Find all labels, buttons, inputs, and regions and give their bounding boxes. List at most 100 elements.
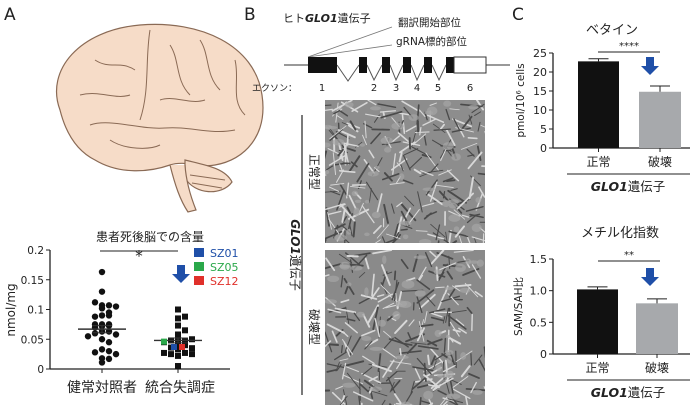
y-tick-label: 0.1 — [27, 305, 44, 317]
micrograph-knockout — [309, 250, 493, 411]
y-tick-label: 20 — [533, 66, 547, 79]
exon-2 — [359, 57, 367, 73]
gene-diagram: ヒトGLO1遺伝子 翻訳開始部位 gRNA標的部位 エクソン： 1 2 3 4 … — [252, 11, 510, 94]
y-tick-label: 0 — [37, 364, 44, 376]
significance-marker: ** — [624, 250, 634, 261]
x-label-control: 健常対照者 — [67, 380, 137, 396]
group-label-glo1: GLO1遺伝子 — [288, 219, 303, 291]
data-point — [92, 299, 98, 305]
data-point — [175, 331, 181, 337]
data-point — [168, 351, 174, 357]
panel-label-a: A — [4, 5, 16, 25]
y-tick-label: 1.5 — [530, 253, 548, 266]
x-tick-label: 破壊 — [645, 360, 669, 375]
down-arrow-icon — [641, 57, 659, 75]
significance-marker: **** — [619, 41, 639, 52]
data-point — [175, 353, 181, 359]
y-tick-label: 25 — [533, 47, 547, 60]
highlighted-point-sz12 — [179, 344, 185, 350]
data-point — [106, 302, 112, 308]
data-point — [106, 309, 112, 315]
y-tick-label: 5 — [540, 123, 547, 136]
group-label: GLO1遺伝子 — [591, 179, 666, 194]
data-point — [99, 305, 105, 311]
exon-label: エクソン： — [252, 83, 297, 94]
y-tick-label: 0.15 — [21, 275, 44, 287]
exon-number: 1 — [319, 83, 325, 94]
data-point — [92, 321, 98, 327]
highlighted-point-sz05 — [161, 339, 167, 345]
y-tick-label: 0.2 — [27, 245, 44, 257]
exon-4 — [403, 57, 411, 73]
legend: SZ01 SZ05 SZ12 — [194, 247, 239, 288]
data-point — [113, 351, 119, 357]
row-label-normal: 正常型 — [307, 154, 321, 190]
y-axis-label: SAM/SAH比 — [512, 277, 525, 336]
bar-normal — [577, 289, 618, 354]
data-point — [182, 314, 188, 320]
exon-number: 2 — [371, 83, 377, 94]
micrograph-normal — [317, 100, 502, 255]
panel-label-c: C — [512, 5, 524, 25]
data-point — [175, 307, 181, 313]
bar-knockout — [639, 92, 681, 148]
legend-label-sz05: SZ05 — [210, 261, 239, 274]
data-point — [182, 350, 188, 356]
data-point — [189, 351, 195, 357]
data-point — [92, 313, 98, 319]
data-point — [99, 336, 105, 342]
legend-swatch-sz05 — [194, 262, 204, 271]
down-arrow-icon — [172, 265, 190, 283]
x-tick-label: 正常 — [586, 155, 610, 169]
grna-target-label: gRNA標的部位 — [396, 35, 467, 48]
exon-number: 6 — [467, 83, 473, 94]
scatter-chart-a: 患者死後脳での含量 nmol/mg 0 0.05 0.1 0.15 0.2 * SZ01… — [4, 229, 239, 396]
exon-5 — [424, 57, 432, 73]
data-point — [175, 323, 181, 329]
highlighted-point-sz01 — [171, 344, 177, 350]
bar-chart-methylation: メチル化指数SAM/SAH比00.51.01.5正常破壊**GLO1遺伝子 — [512, 226, 690, 400]
exon-number: 3 — [393, 83, 399, 94]
data-point — [99, 359, 105, 365]
gene-title: ヒトGLO1遺伝子 — [283, 11, 371, 25]
x-tick-label: 破壊 — [648, 154, 672, 169]
x-tick-label: 正常 — [585, 361, 609, 375]
y-tick-label: 0.5 — [530, 316, 548, 329]
translation-start-label: 翻訳開始部位 — [398, 16, 461, 29]
panel-label-b: B — [244, 5, 256, 25]
data-point — [189, 345, 195, 351]
exon-number: 5 — [435, 83, 441, 94]
bar-knockout — [636, 303, 678, 354]
data-point — [106, 339, 112, 345]
exon-6-coding — [446, 57, 454, 73]
exon-number: 4 — [414, 83, 420, 94]
data-point — [85, 333, 91, 339]
exon-1 — [308, 57, 337, 73]
chart-title: メチル化指数 — [581, 226, 659, 241]
y-tick-label: 10 — [533, 104, 547, 117]
bar-normal — [578, 61, 619, 148]
data-point — [99, 312, 105, 318]
x-label-schizophrenia: 統合失調症 — [145, 380, 215, 396]
brain-illustration — [57, 24, 263, 212]
chart-a-ylabel: nmol/mg — [4, 283, 18, 336]
y-tick-label: 0.05 — [21, 334, 44, 346]
data-point — [99, 346, 105, 352]
bar-chart-betaine: ベタインpmol/10⁶ cells0510152025正常破壊****GLO1… — [515, 23, 690, 194]
exon-6-utr — [454, 57, 486, 73]
legend-label-sz12: SZ12 — [210, 275, 239, 288]
data-point — [113, 331, 119, 337]
row-label-knockout: 破壊型 — [307, 309, 322, 345]
y-tick-label: 1.0 — [530, 285, 548, 298]
significance-marker: * — [135, 247, 143, 265]
chart-a-title: 患者死後脳での含量 — [96, 229, 204, 244]
data-point — [175, 315, 181, 321]
legend-swatch-sz01 — [194, 248, 204, 257]
data-point — [92, 330, 98, 336]
y-tick-label: 0 — [540, 142, 547, 155]
data-point — [106, 356, 112, 362]
data-point — [106, 348, 112, 354]
group-label: GLO1遺伝子 — [591, 385, 666, 400]
exon-3 — [382, 57, 390, 73]
